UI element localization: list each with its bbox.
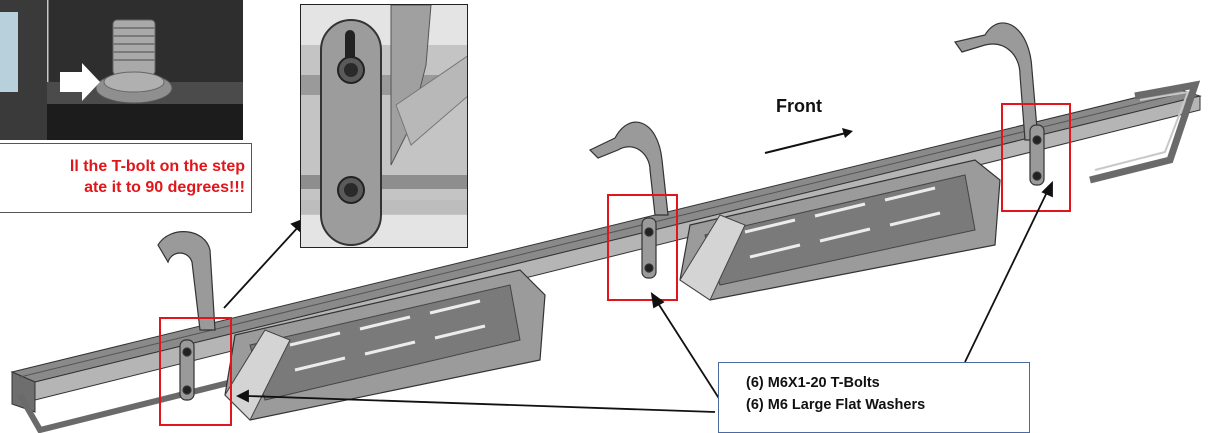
front-label: Front <box>776 96 822 116</box>
bracket-right <box>953 22 1045 186</box>
tbolt-photo <box>0 0 243 140</box>
bracket-closeup <box>301 5 467 247</box>
callout-leaders <box>223 180 1053 413</box>
hardware-callout: (6) M6X1-20 T-Bolts (6) M6 Large Flat Wa… <box>718 362 1030 433</box>
bracket-left <box>157 231 216 401</box>
warning-note: ll the T-bolt on the step ate it to 90 d… <box>0 143 252 213</box>
arrow-right-icon <box>60 63 100 101</box>
highlight-box-right <box>1001 103 1071 212</box>
bracket-middle <box>588 121 669 279</box>
tbolt-icon <box>95 19 173 104</box>
warning-line-1: ll the T-bolt on the step <box>69 158 245 175</box>
bracket-closeup-inset <box>300 4 468 248</box>
warning-line-2: ate it to 90 degrees!!! <box>84 179 245 196</box>
tbolt-photo-panel <box>0 0 243 140</box>
step-pad-right <box>679 159 1001 301</box>
highlight-box-middle <box>607 194 678 301</box>
callout-line-2: (6) M6 Large Flat Washers <box>746 397 926 413</box>
front-arrow <box>764 128 853 154</box>
callout-line-1: (6) M6X1-20 T-Bolts <box>746 375 880 391</box>
highlight-box-left <box>159 317 232 426</box>
